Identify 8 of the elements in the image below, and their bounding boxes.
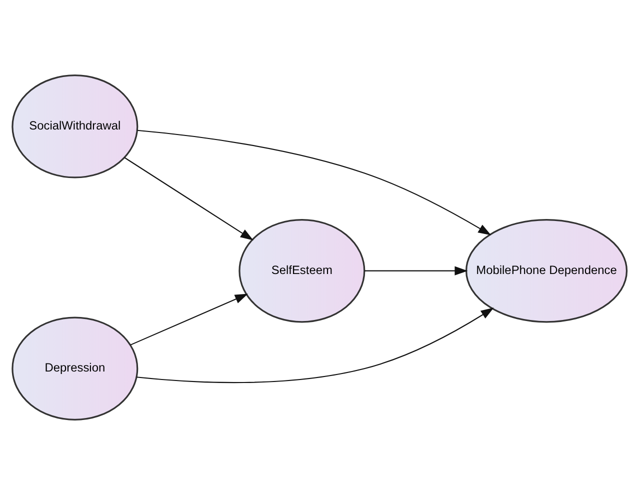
arrow: [137, 129, 492, 235]
arrow: [364, 266, 468, 275]
node-ellipse: Depression: [12, 316, 138, 420]
node-ellipse: MobilePhone Dependence: [465, 218, 628, 322]
arrow: [124, 156, 254, 240]
node-ellipse: SocialWithdrawal: [12, 74, 138, 178]
arrow: [136, 307, 494, 383]
arrow: [130, 293, 248, 345]
